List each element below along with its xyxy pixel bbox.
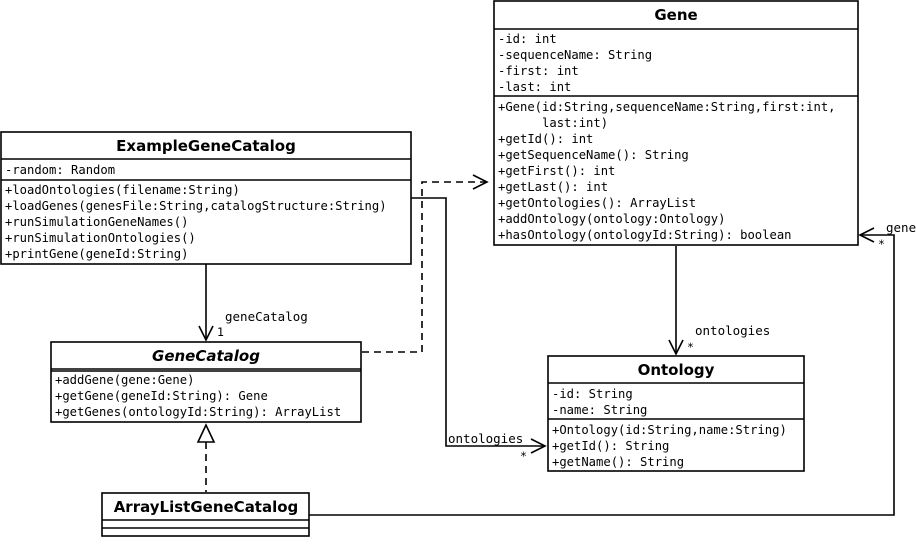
attribute: -name: String — [552, 403, 647, 417]
attribute: -id: String — [552, 387, 633, 401]
method: +getFirst(): int — [498, 164, 615, 178]
association-arrowhead — [668, 339, 684, 356]
association-role-genes: genes — [886, 220, 916, 235]
dependency-line-genecatalog-to-gene — [362, 181, 486, 353]
method: +addOntology(ontology:Ontology) — [498, 212, 725, 226]
association-line-example-to-ontology — [411, 197, 545, 447]
class-gene-catalog[interactable]: GeneCatalog +addGene(gene:Gene) +getGene… — [50, 341, 362, 423]
association-multiplicity-1: 1 — [217, 325, 224, 339]
class-name: GeneCatalog — [152, 347, 260, 365]
class-name: Ontology — [638, 361, 715, 379]
method: +getId(): String — [552, 439, 669, 453]
method: +loadGenes(genesFile:String,catalogStruc… — [5, 199, 387, 213]
class-example-gene-catalog[interactable]: ExampleGeneCatalog -random: Random +load… — [0, 131, 412, 265]
method: +runSimulationGeneNames() — [5, 215, 188, 229]
method: +getLast(): int — [498, 180, 608, 194]
method: +Ontology(id:String,name:String) — [552, 423, 787, 437]
association-multiplicity-star: * — [520, 449, 527, 463]
association-role-genecatalog: geneCatalog — [225, 309, 308, 324]
attribute: -id: int — [498, 32, 557, 46]
class-name: ArrayListGeneCatalog — [114, 498, 299, 516]
attribute: -sequenceName: String — [498, 48, 652, 62]
method: +getOntologies(): ArrayList — [498, 196, 696, 210]
method: +runSimulationOntologies() — [5, 231, 196, 245]
association-line-arraylist-to-gene — [309, 234, 895, 516]
association-role-ontologies: ontologies — [695, 323, 770, 338]
class-array-list-gene-catalog[interactable]: ArrayListGeneCatalog — [101, 492, 310, 537]
method: +getSequenceName(): String — [498, 148, 689, 162]
method: +getName(): String — [552, 455, 684, 469]
dependency-arrowhead — [472, 174, 489, 190]
class-name: ExampleGeneCatalog — [116, 137, 296, 155]
method: +getGene(geneId:String): Gene — [55, 389, 268, 403]
association-multiplicity-star: * — [878, 237, 885, 251]
method: +getGenes(ontologyId:String): ArrayList — [55, 405, 341, 419]
method: +printGene(geneId:String) — [5, 247, 188, 261]
method: +getId(): int — [498, 132, 593, 146]
method: +hasOntology(ontologyId:String): boolean — [498, 228, 792, 242]
association-arrowhead — [858, 227, 875, 243]
association-role-ontologies: ontologies — [448, 431, 523, 446]
method: +addGene(gene:Gene) — [55, 373, 194, 387]
class-gene[interactable]: Gene -id: int -sequenceName: String -fir… — [493, 0, 859, 246]
attribute: -last: int — [498, 80, 571, 94]
association-arrowhead — [530, 438, 547, 454]
method: +loadOntologies(filename:String) — [5, 183, 240, 197]
method: +Gene(id:String,sequenceName:String,firs… — [498, 100, 836, 114]
association-arrowhead — [198, 325, 214, 342]
association-multiplicity-star: * — [687, 340, 694, 354]
method: last:int) — [498, 116, 608, 130]
attribute: -random: Random — [5, 163, 115, 177]
class-name: Gene — [654, 6, 697, 24]
class-ontology[interactable]: Ontology -id: String -name: String +Onto… — [547, 355, 805, 472]
realization-triangle-icon — [196, 423, 216, 443]
attribute: -first: int — [498, 64, 579, 78]
